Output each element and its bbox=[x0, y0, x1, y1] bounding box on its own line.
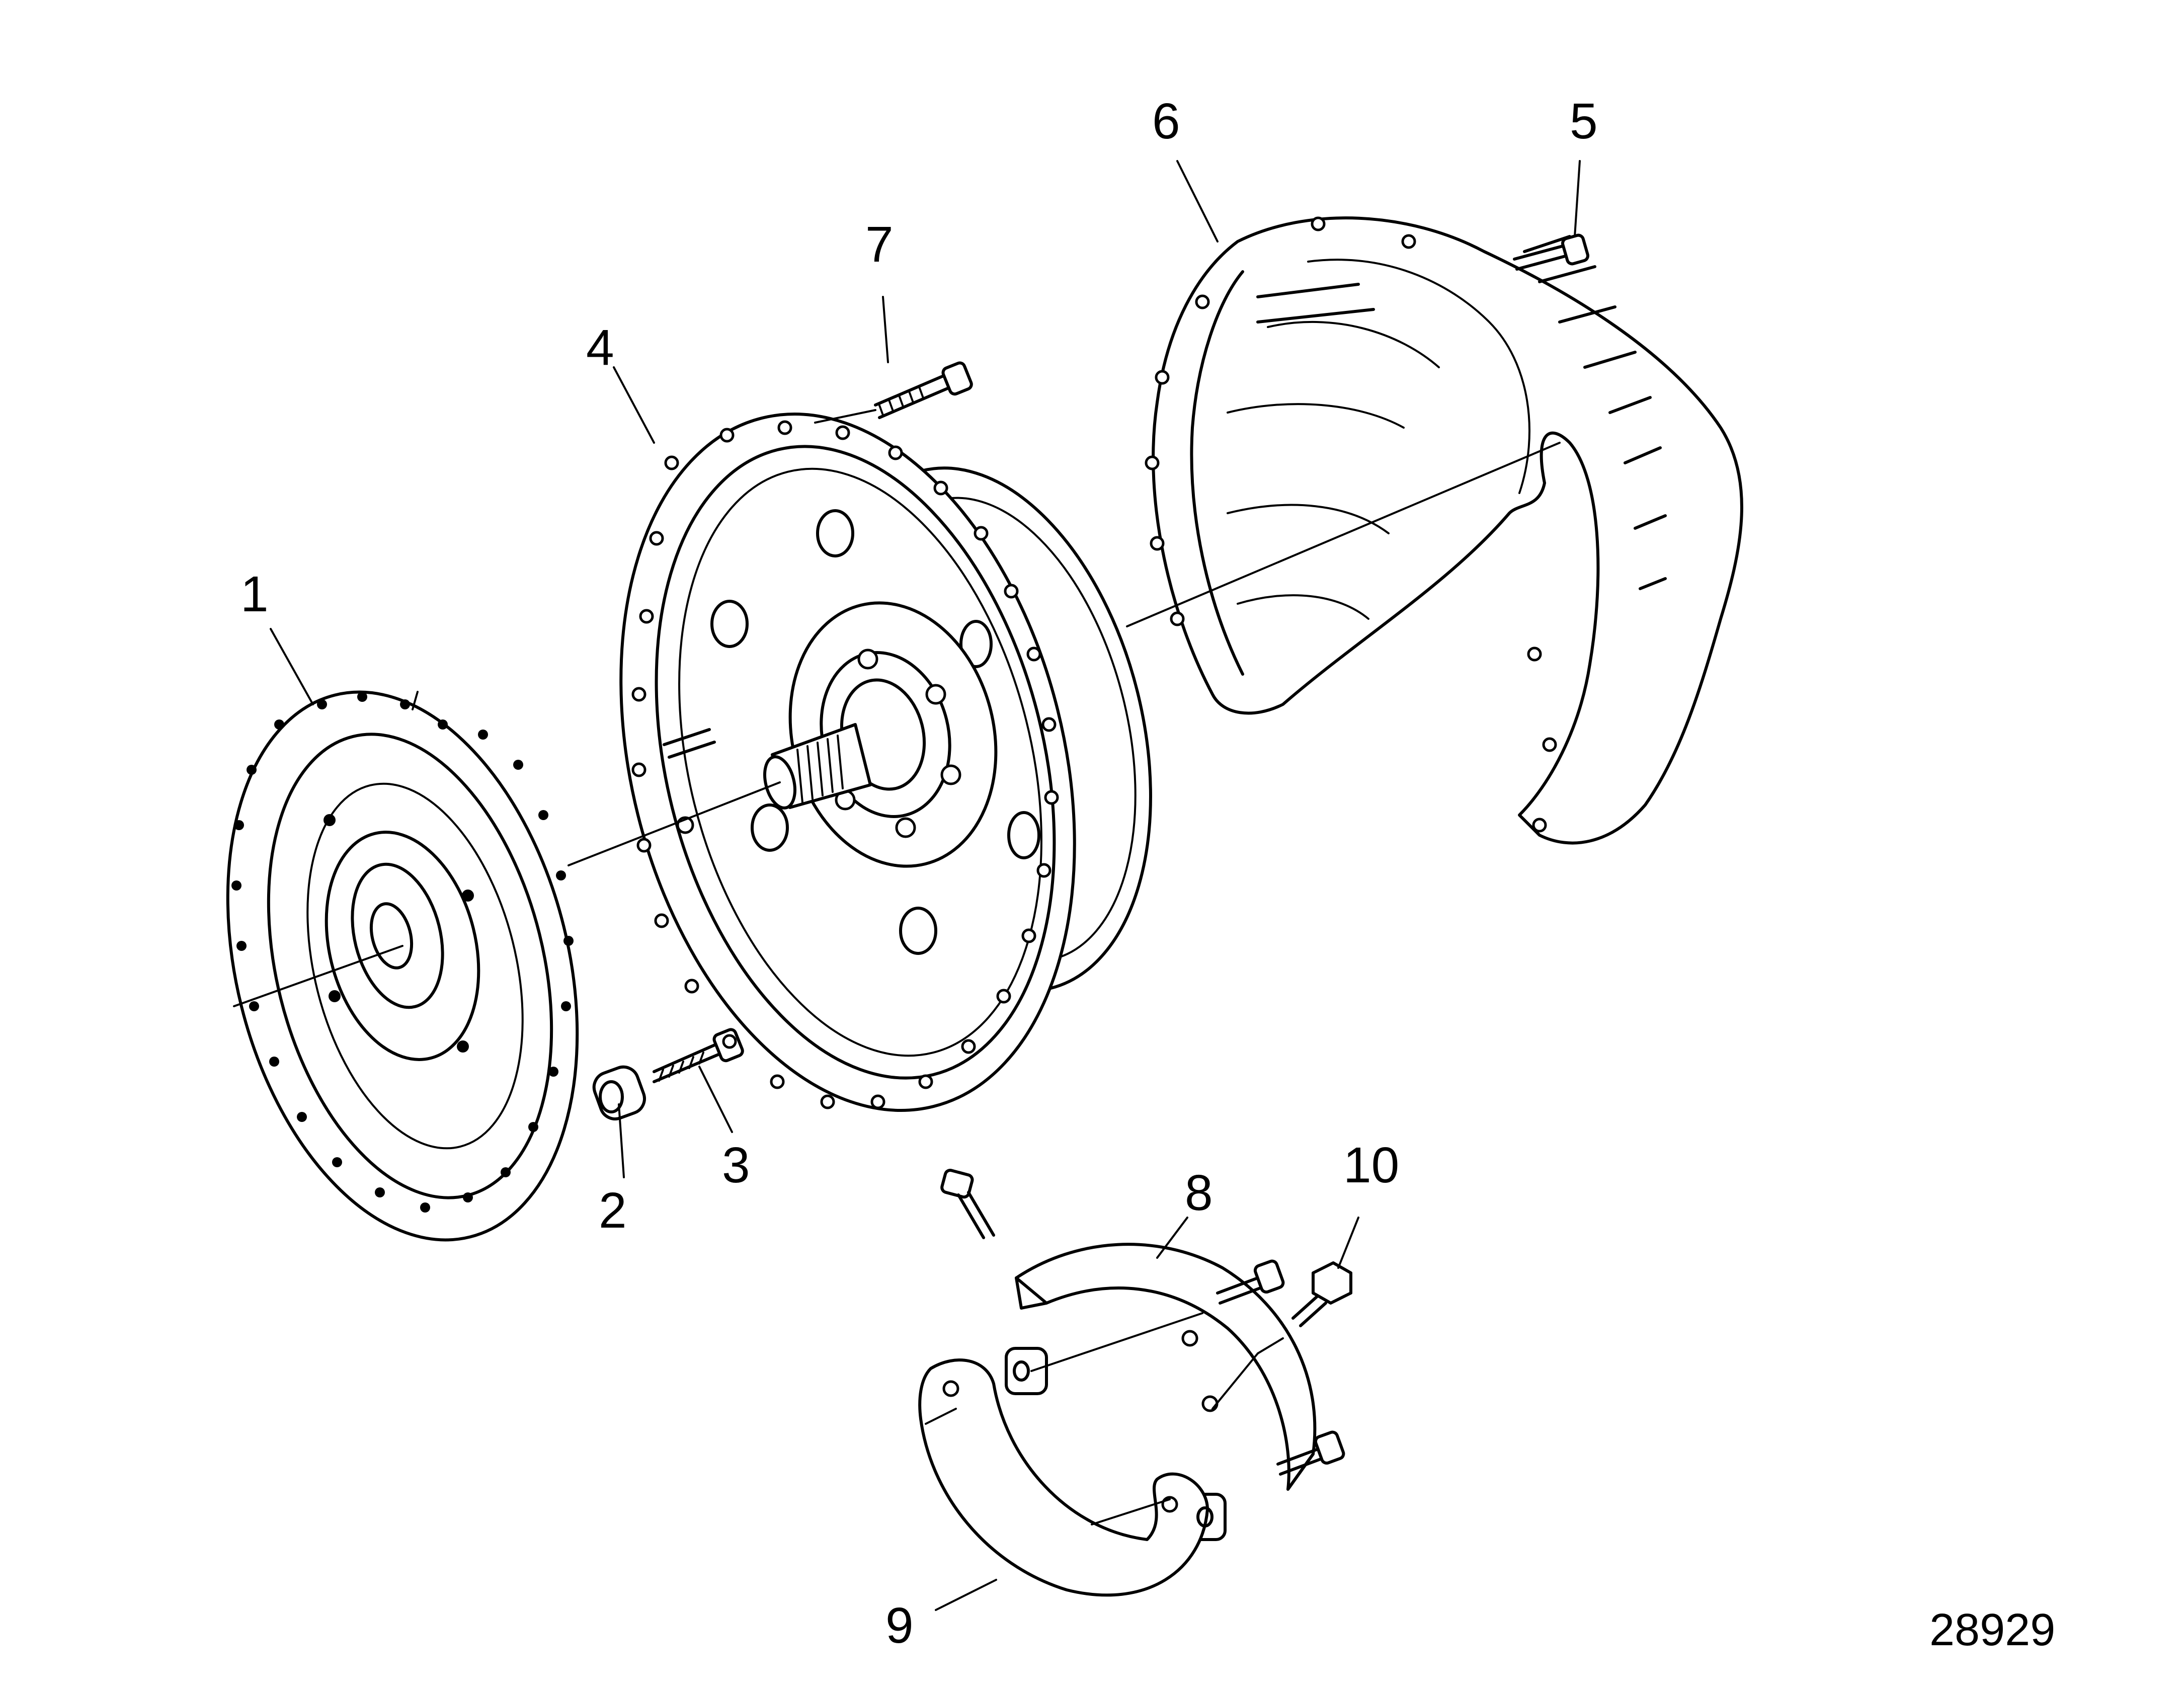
leader-lines bbox=[233, 160, 1581, 1611]
part-1-flex-plate bbox=[226, 690, 579, 1242]
part-5-bolt bbox=[1513, 233, 1589, 271]
callout-labels: 1 2 3 4 5 6 7 8 9 10 bbox=[240, 93, 1598, 1654]
callout-4: 4 bbox=[586, 319, 614, 376]
flex-plate-holes bbox=[231, 692, 574, 1213]
callout-7: 7 bbox=[865, 216, 894, 273]
part-7-bolt bbox=[874, 361, 973, 419]
callout-3: 3 bbox=[722, 1137, 750, 1193]
callout-2: 2 bbox=[599, 1182, 627, 1239]
callout-5: 5 bbox=[1570, 93, 1598, 149]
part-2-bushing bbox=[592, 1065, 646, 1120]
part-6-bell-housing bbox=[1145, 216, 1743, 845]
drawing-number: 28929 bbox=[1929, 1605, 2055, 1655]
bell-housing-slots bbox=[1256, 235, 1667, 590]
callout-6: 6 bbox=[1152, 93, 1180, 149]
part-4-flywheel-drum bbox=[619, 413, 1152, 1112]
part-8-screws bbox=[940, 1169, 1345, 1527]
part-10-screw bbox=[1291, 1261, 1352, 1327]
callout-8: 8 bbox=[1185, 1165, 1213, 1221]
callout-1: 1 bbox=[240, 566, 269, 622]
drum-flange-holes bbox=[631, 420, 1059, 1109]
callout-9: 9 bbox=[885, 1597, 914, 1654]
callout-10: 10 bbox=[1343, 1137, 1399, 1193]
part-3-bolt bbox=[653, 1028, 744, 1083]
part-9-ring bbox=[918, 1358, 1209, 1597]
